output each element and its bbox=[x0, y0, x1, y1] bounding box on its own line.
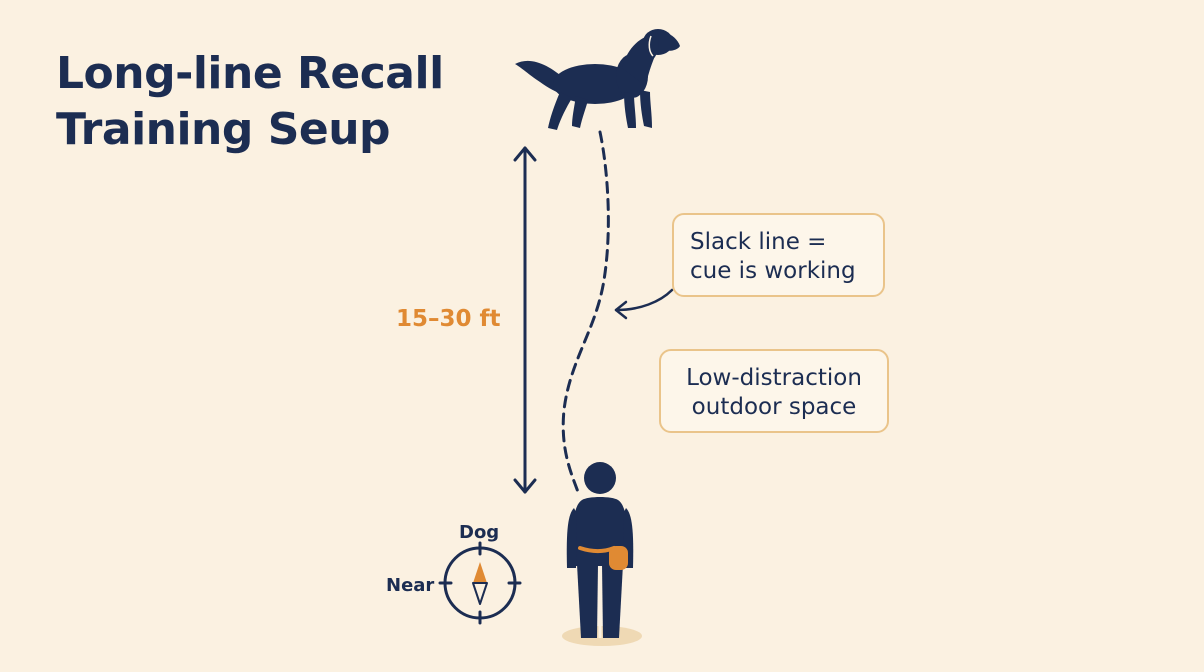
dog-leg-front-right bbox=[640, 90, 652, 128]
callout-space-line-2: outdoor space bbox=[691, 394, 857, 420]
dog-ear-outline bbox=[648, 35, 654, 57]
callout-slack-line-2: cue is working bbox=[690, 258, 856, 284]
dog-leg-back-left bbox=[548, 92, 572, 130]
callout-slack-line: Slack line = cue is working bbox=[672, 213, 885, 297]
person-leg-left bbox=[577, 564, 598, 638]
person-icon bbox=[562, 462, 642, 646]
compass-label-dog: Dog bbox=[459, 522, 500, 543]
title-line-1: Long-line Recall bbox=[56, 48, 444, 99]
treat-pouch-icon bbox=[609, 546, 628, 570]
compass-icon bbox=[438, 541, 522, 625]
dog-leg-back-right bbox=[572, 96, 588, 128]
page-title: Long-line Recall Training Seup bbox=[56, 46, 444, 158]
person-shadow bbox=[562, 626, 642, 646]
title-line-2: Training Seup bbox=[56, 104, 391, 155]
slack-long-line bbox=[561, 130, 610, 494]
double-arrow-icon bbox=[513, 146, 537, 494]
person-leg-right bbox=[602, 564, 623, 638]
callout-outdoor-space: Low-distraction outdoor space bbox=[659, 349, 889, 433]
dog-snout bbox=[664, 32, 680, 51]
person-arm-left bbox=[566, 508, 577, 568]
callout-slack-line-1: Slack line = bbox=[690, 229, 827, 255]
dog-icon bbox=[515, 29, 680, 130]
person-head bbox=[584, 462, 616, 494]
dog-leg-front-left bbox=[624, 92, 636, 128]
dog-tail bbox=[515, 60, 566, 96]
callout-space-line-1: Low-distraction bbox=[686, 365, 862, 391]
distance-label: 15–30 ft bbox=[396, 306, 501, 332]
compass-label-near: Near bbox=[386, 575, 435, 596]
compass-needle-north bbox=[473, 562, 487, 583]
curved-arrow-icon bbox=[614, 288, 674, 320]
compass-needle-south bbox=[472, 582, 488, 605]
dog-body bbox=[553, 64, 637, 104]
